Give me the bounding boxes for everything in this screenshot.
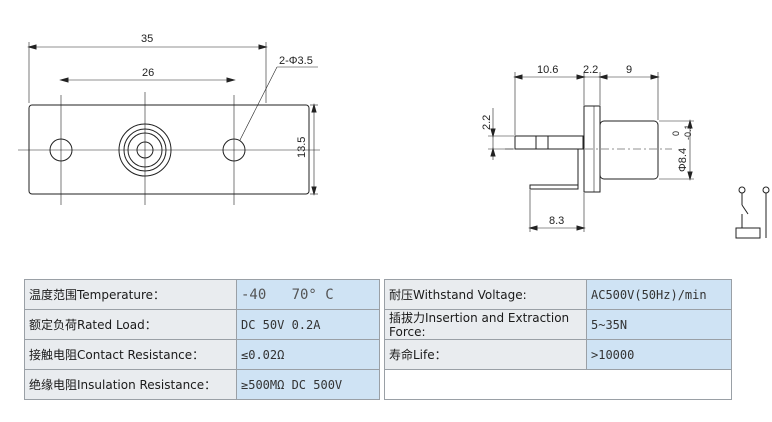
spec-label-rated-load: 额定负荷Rated Load： [24,309,237,340]
dim-diameter: Φ8.4 [677,148,689,172]
spec-value-insertion-force: 5~35N [586,309,732,340]
spec-label-insulation-resistance: 绝缘电阻Insulation Resistance： [24,369,237,400]
switch-symbol [735,186,770,239]
dim-35: 35 [141,33,153,45]
pin [514,135,584,150]
front-view [18,42,320,205]
table-row: 额定负荷Rated Load： DC 50V 0.2A 插拔力Insertion… [24,309,732,340]
dim-tol-upper: 0 [671,131,681,136]
dim-13-5: 13.5 [296,137,308,158]
spec-table: 温度范围Temperature： -40 70° C 耐压Withstand V… [24,279,732,400]
spec-label-withstand-voltage: 耐压Withstand Voltage: [384,279,587,310]
spec-label-contact-resistance: 接触电阻Contact Resistance： [24,339,237,370]
spec-value-insulation-resistance: ≥500MΩ DC 500V [236,369,380,400]
spec-value-contact-resistance: ≤0.02Ω [236,339,380,370]
dim-hole-spec: 2-Φ3.5 [279,55,313,67]
barrel [599,120,659,180]
dim-tol-lower: -0.1 [683,124,693,140]
spec-empty-cell [384,369,732,400]
spec-value-withstand-voltage: AC500V(50Hz)/min [586,279,732,310]
technical-drawing: 35 26 2-Φ3.5 13.5 [18,33,770,239]
dim-8-3: 8.3 [549,215,564,227]
spec-label-insertion-force: 插拔力Insertion and Extraction Force: [384,309,587,340]
spec-label-temperature: 温度范围Temperature： [24,279,237,310]
mounting-hole-right [222,138,246,162]
table-row: 接触电阻Contact Resistance： ≤0.02Ω 寿命Life： >… [24,339,732,370]
dim-26: 26 [142,67,154,79]
dim-2-2-left: 2.2 [481,115,493,130]
connector-ring-outer [118,123,172,177]
mounting-hole-left [49,138,73,162]
spec-value-life: >10000 [586,339,732,370]
dim-9: 9 [626,64,632,76]
dim-2-2-top: 2.2 [583,64,598,76]
dim-10-6: 10.6 [537,64,558,76]
table-row: 绝缘电阻Insulation Resistance： ≥500MΩ DC 500… [24,369,732,400]
spec-value-temperature: -40 70° C [236,279,380,310]
front-plate [28,104,310,195]
spec-label-life: 寿命Life： [384,339,587,370]
table-row: 温度范围Temperature： -40 70° C 耐压Withstand V… [24,279,732,310]
spec-value-rated-load: DC 50V 0.2A [236,309,380,340]
side-view [488,72,694,232]
